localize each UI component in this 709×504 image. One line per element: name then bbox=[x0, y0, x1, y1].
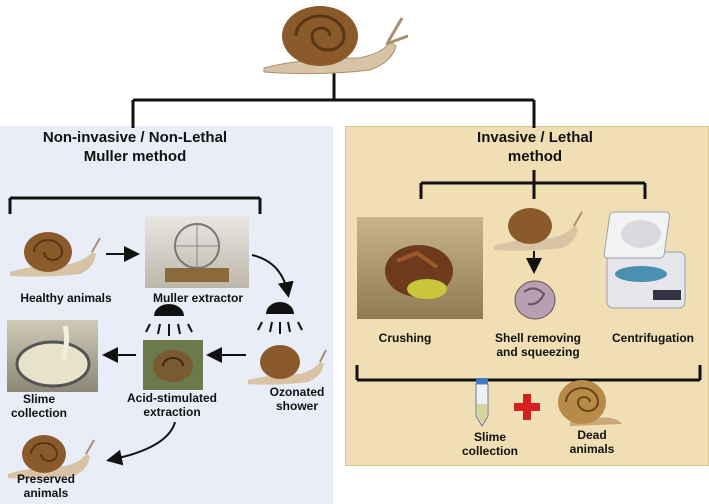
shower-icon bbox=[257, 302, 303, 334]
tube-icon bbox=[475, 378, 489, 427]
centrifugation-label: Centrifugation bbox=[612, 331, 694, 345]
plus-icon bbox=[514, 394, 540, 420]
acid-extraction-label: Acid-stimulated extraction bbox=[126, 391, 217, 419]
acid-extraction-photo bbox=[143, 340, 203, 390]
crushing-label: Crushing bbox=[378, 331, 432, 345]
muller-extractor-photo bbox=[145, 216, 249, 288]
preserved-animals-label: Preserved animals bbox=[16, 472, 76, 500]
muller-extractor-label: Muller extractor bbox=[152, 291, 244, 305]
crushing-photo bbox=[357, 217, 483, 319]
snail-icon bbox=[248, 345, 327, 385]
slime-collection-label: Slime collection bbox=[10, 392, 67, 420]
snail-shell-icon bbox=[558, 380, 622, 426]
lethal-title: Invasive / Lethal method bbox=[477, 129, 593, 165]
snail-icon bbox=[8, 435, 95, 479]
shower-icon bbox=[145, 304, 193, 336]
non-lethal-title: Non-invasive / Non-Lethal Muller method bbox=[42, 129, 228, 165]
snail-icon bbox=[10, 232, 101, 277]
snail-body-icon bbox=[514, 280, 556, 320]
centrifuge-icon bbox=[603, 211, 686, 309]
slime-collection-right-label: Slime collection bbox=[461, 430, 518, 458]
shell-removing-label: Shell removing and squeezing bbox=[494, 331, 582, 359]
healthy-animals-label: Healthy animals bbox=[20, 291, 112, 305]
dead-animals-label: Dead animals bbox=[569, 428, 615, 456]
snail-icon bbox=[494, 208, 583, 251]
ozonated-shower-label: Ozonated shower bbox=[269, 385, 325, 413]
slime-collection-photo bbox=[7, 320, 98, 392]
snail-icon bbox=[263, 6, 409, 75]
